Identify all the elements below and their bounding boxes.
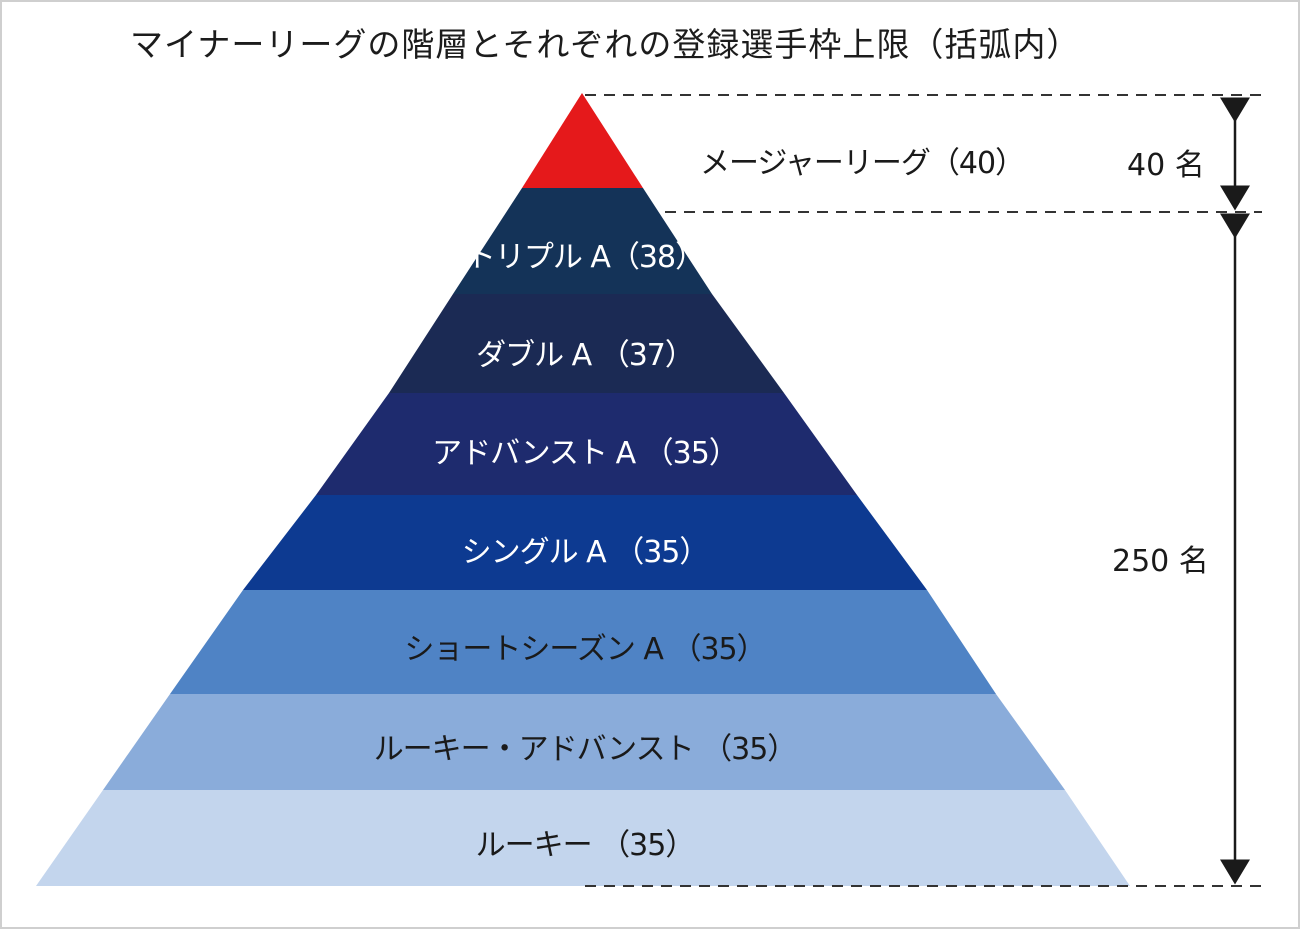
tier-label-short-season-a: ショートシーズン A （35） [404,632,766,667]
minor-count-label: 250 名 [1112,544,1209,579]
pyramid-tier-rookie [36,790,1130,886]
major-count-label: 40 名 [1127,148,1205,183]
pyramid-tier-advanced-a [316,393,857,495]
tier-label-double-a: ダブル A （37） [476,338,695,373]
pyramid-tier-triple-a [453,188,712,294]
pyramid-tier-short-season-a [170,590,996,694]
pyramid-tier-major [522,93,643,188]
diagram-title: マイナーリーグの階層とそれぞれの登録選手枠上限（括弧内） [130,25,1081,64]
pyramid-tier-rookie-advanced [103,694,1065,790]
pyramid-tier-single-a [243,495,927,590]
tier-label-rookie: ルーキー （35） [475,828,696,863]
tier-label-triple-a: トリプル A（38） [465,240,705,275]
pyramid-tier-double-a [389,294,784,393]
tier-label-rookie-advanced: ルーキー・アドバンスト （35） [373,732,798,767]
tier-label-single-a: シングル A （35） [461,535,710,570]
major-league-label: メージャーリーグ（40） [700,146,1025,181]
tier-label-advanced-a: アドバンスト A （35） [432,436,739,471]
